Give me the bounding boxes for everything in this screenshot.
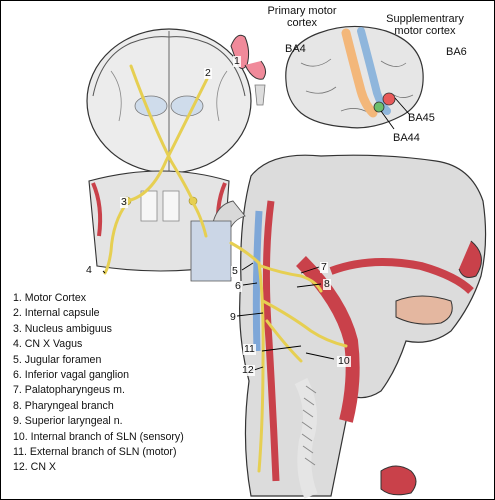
callout-4: 4 [85, 264, 93, 276]
head-neck-section [190, 154, 487, 499]
lateral-brain-view [285, 25, 424, 130]
legend-item: 12. CN X [13, 461, 56, 474]
legend-item: 7. Palatopharyngeus m. [13, 384, 125, 397]
callout-9: 9 [229, 311, 237, 323]
nerve-pathways [103, 64, 348, 473]
coronal-brain-section [86, 28, 267, 174]
primary-motor-strip [341, 28, 378, 118]
legend-item: 8. Pharyngeal branch [13, 399, 114, 412]
legend-item: 11. External branch of SLN (motor) [13, 446, 177, 459]
ba4-label: BA4 [285, 43, 306, 55]
callout-11: 11 [243, 343, 256, 355]
callout-2: 2 [204, 67, 212, 79]
callout-8: 8 [323, 278, 331, 290]
legend-item: 3. Nucleus ambiguus [13, 322, 112, 335]
ba44-label: BA44 [393, 132, 420, 144]
supplementary-motor-cortex-label: Supplementrary motor cortex [386, 13, 464, 37]
legend-item: 4. CN X Vagus [13, 338, 83, 351]
callout-7: 7 [320, 261, 328, 273]
primary-motor-cortex-label: Primary motor cortex [267, 5, 337, 29]
legend-item: 10. Internal branch of SLN (sensory) [13, 430, 184, 443]
ba45-area [382, 92, 396, 106]
leader-lines [102, 262, 335, 372]
callout-3: 3 [120, 196, 128, 208]
cortex-cutaway [230, 34, 250, 69]
callout-1: 1 [233, 55, 241, 67]
ba44-area [373, 101, 385, 113]
legend: 1. Motor Cortex 2. Internal capsule 3. N… [13, 291, 184, 476]
legend-item: 2. Internal capsule [13, 307, 100, 320]
callout-12: 12 [241, 364, 255, 376]
legend-item: 1. Motor Cortex [13, 292, 87, 304]
ba6-label: BA6 [446, 46, 467, 58]
legend-item: 5. Jugular foramen [13, 353, 102, 366]
ba45-label: BA45 [408, 112, 435, 124]
callout-5: 5 [231, 265, 239, 277]
callout-10: 10 [337, 355, 351, 367]
legend-item: 9. Superior laryngeal n. [13, 415, 123, 428]
callout-6: 6 [234, 280, 242, 292]
legend-item: 6. Inferior vagal ganglion [13, 369, 130, 382]
